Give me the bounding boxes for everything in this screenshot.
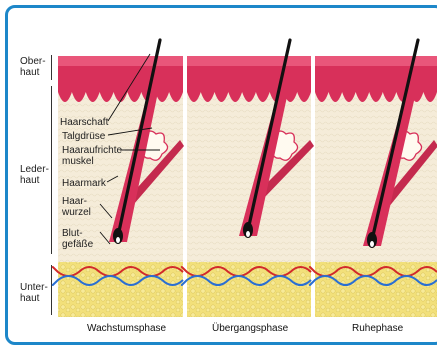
annotation-haaraufrichtemuskel: Haaraufrichte- muskel	[62, 145, 125, 167]
stratum-corneum-ruhephase	[315, 56, 437, 66]
annotation-haaraufrichtemuskel-line2: muskel	[62, 156, 125, 167]
stratum-corneum-wachstumsphase	[58, 56, 183, 66]
annotation-talgdruese: Talgdrüse	[62, 131, 105, 142]
papilla-wachstumsphase	[116, 237, 120, 243]
annotation-haarschaft: Haarschaft	[60, 117, 108, 128]
annotation-haarschaft-line1: Haarschaft	[60, 117, 108, 128]
annotation-haarwurzel-line2: wurzel	[62, 207, 91, 218]
annotation-haarwurzel: Haar- wurzel	[62, 196, 91, 218]
annotation-haarwurzel-line1: Haar-	[62, 196, 91, 207]
papilla-ruhephase	[370, 241, 374, 247]
papilla-uebergangsphase	[246, 231, 250, 237]
annotation-blutgefaesse: Blut- gefäße	[62, 228, 93, 250]
annotation-blutgefaesse-line2: gefäße	[62, 239, 93, 250]
annotation-talgdruese-line1: Talgdrüse	[62, 131, 105, 142]
annotation-haaraufrichtemuskel-line1: Haaraufrichte-	[62, 145, 125, 156]
panel-ruhephase	[310, 40, 437, 317]
phase-label-ruhephase: Ruhephase	[352, 323, 403, 334]
skin-cross-sections	[0, 0, 437, 337]
stratum-corneum-uebergangsphase	[187, 56, 311, 66]
annotation-haarmark-line1: Haarmark	[62, 178, 106, 189]
annotation-blutgefaesse-line1: Blut-	[62, 228, 93, 239]
phase-label-uebergangsphase: Übergangsphase	[212, 323, 288, 334]
phase-label-wachstumsphase: Wachstumsphase	[87, 323, 166, 334]
panel-uebergangsphase	[182, 40, 314, 317]
annotation-haarmark: Haarmark	[62, 178, 106, 189]
hair-cycle-diagram: Ober- haut Leder- haut Unter- haut Haars…	[0, 0, 437, 337]
